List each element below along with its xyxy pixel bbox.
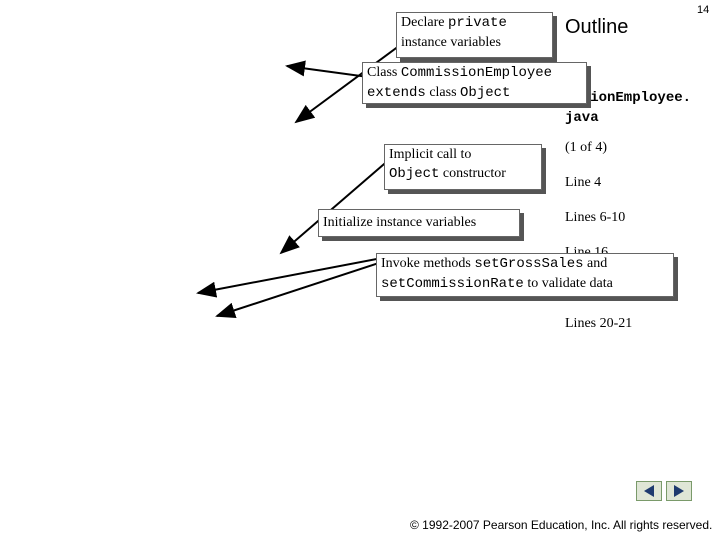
callout-text: instance variables bbox=[401, 35, 501, 50]
callout-text: Initialize instance variables bbox=[323, 215, 477, 230]
callout-code: setCommissionRate bbox=[381, 276, 524, 292]
arrow-invoke-1 bbox=[196, 257, 383, 298]
outline-title: Outline bbox=[565, 16, 629, 38]
arrow-right-icon bbox=[674, 485, 684, 497]
lines-20-21-label: Lines 20-21 bbox=[565, 316, 633, 331]
callout-text: Declare bbox=[401, 15, 449, 30]
next-slide-button[interactable] bbox=[666, 481, 692, 501]
page-number: 14 bbox=[697, 4, 710, 16]
callout-code: Object bbox=[389, 166, 440, 182]
callout-text: and bbox=[583, 256, 608, 271]
callout-text: Implicit call to bbox=[389, 147, 472, 162]
arrow-implicit bbox=[279, 151, 399, 255]
callout-code: CommissionEmployee bbox=[400, 65, 553, 81]
callout-code: private bbox=[448, 15, 507, 31]
copyright-notice: © 1992-2007 Pearson Education, Inc. All … bbox=[410, 518, 713, 532]
file-name: issionEmployee. java bbox=[565, 90, 692, 126]
callout-text: Invoke methods bbox=[381, 256, 475, 271]
callout-text: class bbox=[425, 85, 461, 100]
callout-implicit-constructor: Implicit call to Object constructor bbox=[384, 144, 542, 190]
arrow-invoke-2 bbox=[215, 261, 383, 319]
callout-code: setGrossSales bbox=[474, 256, 584, 272]
line-4-label: Line 4 bbox=[565, 175, 602, 190]
callout-code: Object bbox=[460, 85, 511, 101]
callout-text: constructor bbox=[439, 166, 506, 181]
callout-invoke-methods: Invoke methods setGrossSales and setComm… bbox=[376, 253, 674, 297]
page-range-label: (1 of 4) bbox=[565, 140, 607, 155]
callout-code: extends bbox=[367, 85, 426, 101]
callout-initialize-variables: Initialize instance variables bbox=[318, 209, 520, 237]
previous-slide-button[interactable] bbox=[636, 481, 662, 501]
callout-text: to validate data bbox=[523, 276, 613, 291]
lines-6-10-label: Lines 6-10 bbox=[565, 210, 626, 225]
callout-declare-private: Declare private instance variables bbox=[396, 12, 553, 58]
arrow-left-icon bbox=[644, 485, 654, 497]
callout-text: Class bbox=[367, 65, 401, 80]
callout-class-declaration: Class CommissionEmployee extends class O… bbox=[362, 62, 587, 104]
